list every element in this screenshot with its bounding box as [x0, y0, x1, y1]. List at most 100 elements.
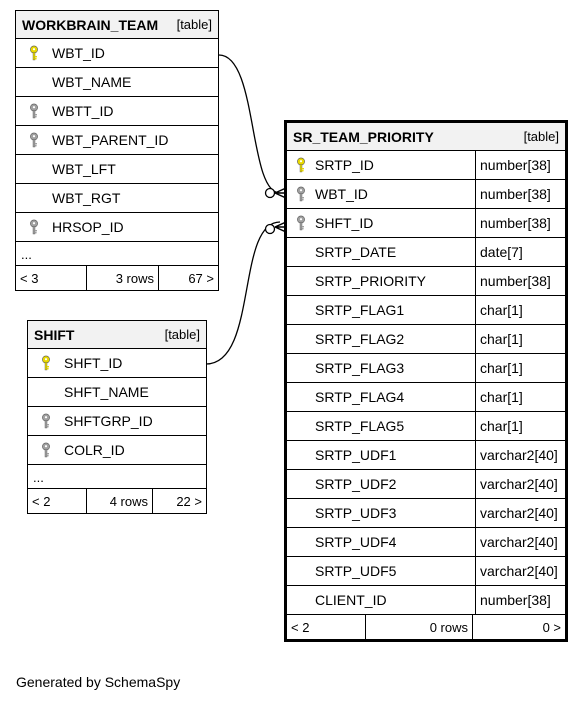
column-name-cell: CLIENT_ID	[287, 586, 475, 614]
column-name: SRTP_UDF3	[315, 505, 397, 521]
column-list: WBT_ID WBT_NAME WBTT_ID WBT_PARENT_ID WBT_LF…	[16, 39, 218, 242]
column-name: SHFT_NAME	[64, 384, 149, 400]
column-name-cell: SRTP_UDF2	[287, 470, 475, 498]
no-key-spacer	[287, 470, 315, 498]
primary-key-icon	[16, 39, 52, 67]
column-name: SRTP_FLAG1	[315, 302, 405, 318]
table-row[interactable]: SRTP_UDF5 varchar2[40]	[287, 557, 565, 586]
column-name-cell: SRTP_FLAG1	[287, 296, 475, 324]
optional-marker	[264, 223, 276, 235]
column-name-cell: WBT_PARENT_ID	[16, 126, 218, 154]
table-row[interactable]: SRTP_FLAG3 char[1]	[287, 354, 565, 383]
column-type: char[1]	[475, 412, 565, 440]
foreign-key-icon	[16, 213, 52, 241]
foreign-key-icon	[28, 436, 64, 464]
table-header: SHIFT [table]	[28, 321, 206, 349]
column-name: SRTP_PRIORITY	[315, 273, 426, 289]
no-key-spacer	[287, 528, 315, 556]
no-key-spacer	[287, 354, 315, 382]
table-kind: [table]	[164, 327, 200, 342]
column-type: varchar2[40]	[475, 470, 565, 498]
children-link[interactable]: 22 >	[152, 489, 206, 513]
table-row[interactable]: WBT_LFT	[16, 155, 218, 184]
table-row[interactable]: SHFT_ID	[28, 349, 206, 378]
table-kind: [table]	[523, 129, 559, 144]
table-row[interactable]: SRTP_UDF3 varchar2[40]	[287, 499, 565, 528]
column-name: WBT_ID	[52, 45, 105, 61]
parents-link[interactable]: < 2	[32, 493, 51, 509]
no-key-spacer	[287, 499, 315, 527]
table-row[interactable]: SRTP_UDF4 varchar2[40]	[287, 528, 565, 557]
column-name: SRTP_DATE	[315, 244, 397, 260]
column-name: SRTP_UDF5	[315, 563, 397, 579]
no-key-spacer	[28, 378, 64, 406]
table-row[interactable]: COLR_ID	[28, 436, 206, 465]
table-row[interactable]: SHFTGRP_ID	[28, 407, 206, 436]
primary-key-icon	[287, 151, 315, 179]
column-name-cell: COLR_ID	[28, 436, 206, 464]
column-name: WBT_RGT	[52, 190, 121, 206]
table-row[interactable]: WBT_ID	[16, 39, 218, 68]
children-link[interactable]: 67 >	[158, 266, 218, 290]
no-key-spacer	[16, 68, 52, 96]
table-shift[interactable]: SHIFT [table] SHFT_ID SHFT_NAME SHFTGRP_ID…	[27, 320, 207, 514]
table-row[interactable]: WBT_RGT	[16, 184, 218, 213]
table-row[interactable]: SRTP_FLAG1 char[1]	[287, 296, 565, 325]
column-name: SRTP_ID	[315, 157, 374, 173]
table-row[interactable]: HRSOP_ID	[16, 213, 218, 242]
table-header: SR_TEAM_PRIORITY [table]	[287, 123, 565, 151]
no-key-spacer	[287, 267, 315, 295]
foreign-key-icon	[16, 97, 52, 125]
row-count: 4 rows	[86, 489, 152, 513]
column-name-cell: WBT_ID	[287, 180, 475, 208]
column-name-cell: HRSOP_ID	[16, 213, 218, 241]
column-name: WBT_NAME	[52, 74, 132, 90]
table-name: SR_TEAM_PRIORITY	[293, 128, 434, 145]
table-name: WORKBRAIN_TEAM	[22, 16, 159, 33]
column-name: WBT_ID	[315, 186, 368, 202]
parents-link[interactable]: < 2	[291, 619, 310, 635]
table-row[interactable]: WBT_NAME	[16, 68, 218, 97]
column-name-cell: SRTP_UDF3	[287, 499, 475, 527]
link-workbrain-team-to-sr-team-priority	[218, 54, 281, 194]
table-row[interactable]: SHFT_NAME	[28, 378, 206, 407]
no-key-spacer	[287, 296, 315, 324]
column-name-cell: SRTP_ID	[287, 151, 475, 179]
column-type: char[1]	[475, 296, 565, 324]
column-name-cell: SRTP_DATE	[287, 238, 475, 266]
no-key-spacer	[287, 383, 315, 411]
table-kind: [table]	[176, 17, 212, 32]
no-key-spacer	[16, 184, 52, 212]
column-type: char[1]	[475, 354, 565, 382]
column-type: char[1]	[475, 383, 565, 411]
column-type: varchar2[40]	[475, 528, 565, 556]
children-link[interactable]: 0 >	[472, 615, 565, 639]
column-type: char[1]	[475, 325, 565, 353]
table-row[interactable]: WBTT_ID	[16, 97, 218, 126]
column-name-cell: WBTT_ID	[16, 97, 218, 125]
column-name: COLR_ID	[64, 442, 125, 458]
column-type: varchar2[40]	[475, 557, 565, 585]
foreign-key-icon	[28, 407, 64, 435]
parents-link[interactable]: < 3	[20, 270, 39, 286]
column-name: WBT_PARENT_ID	[52, 132, 169, 148]
column-type: varchar2[40]	[475, 499, 565, 527]
column-name: SRTP_UDF4	[315, 534, 397, 550]
table-row[interactable]: WBT_PARENT_ID	[16, 126, 218, 155]
column-name-cell: SRTP_FLAG3	[287, 354, 475, 382]
column-name: SRTP_FLAG3	[315, 360, 405, 376]
